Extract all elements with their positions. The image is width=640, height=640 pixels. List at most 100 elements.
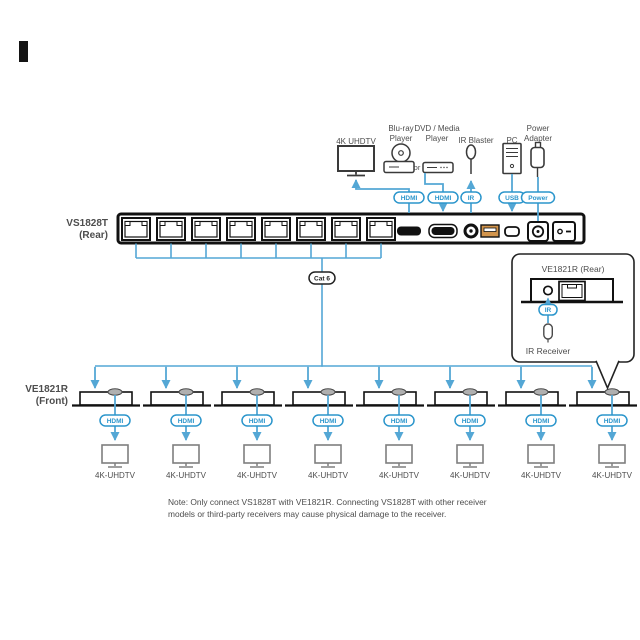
hdmi-in-port bbox=[428, 223, 458, 239]
receiver-hdmi-connector bbox=[320, 388, 336, 396]
svg-text:HDMI: HDMI bbox=[391, 418, 408, 425]
receiver-tv-label: 4K-UHDTV bbox=[521, 471, 562, 480]
receiver-unit: HDMI 4K-UHDTV bbox=[214, 366, 282, 480]
receiver-hdmi-connector bbox=[604, 388, 620, 396]
dvd-label-2: Player bbox=[426, 134, 449, 143]
receiver-hdmi-badge: HDMI bbox=[454, 414, 486, 427]
receiver-tv-label: 4K-UHDTV bbox=[379, 471, 420, 480]
bluray-player-icon bbox=[383, 143, 415, 174]
transmitter-name-sub: (Rear) bbox=[79, 230, 108, 241]
receiver-tv-label: 4K-UHDTV bbox=[450, 471, 491, 480]
artifact-mark bbox=[19, 41, 28, 62]
hdmi-out-badge: HDMI bbox=[393, 191, 425, 204]
svg-text:Cat 6: Cat 6 bbox=[314, 276, 330, 283]
bluray-label-1: Blu-ray bbox=[388, 124, 413, 133]
rj45-port bbox=[226, 217, 256, 241]
rj45-port bbox=[191, 217, 221, 241]
receiver-unit: HDMI 4K-UHDTV bbox=[356, 366, 424, 480]
receiver-unit: HDMI 4K-UHDTV bbox=[498, 366, 566, 480]
receiver-box bbox=[79, 391, 133, 406]
receiver-tv-icon bbox=[456, 444, 484, 468]
receiver-unit: HDMI 4K-UHDTV bbox=[72, 366, 140, 480]
ir-blaster-label: IR Blaster bbox=[458, 136, 493, 145]
rj45-port bbox=[261, 217, 291, 241]
receiver-hdmi-badge: HDMI bbox=[312, 414, 344, 427]
receiver-hdmi-badge: HDMI bbox=[99, 414, 131, 427]
pc-label: PC bbox=[506, 136, 517, 145]
receiver-tv-icon bbox=[172, 444, 200, 468]
cat6-badge: Cat 6 bbox=[308, 271, 336, 285]
ir-port bbox=[463, 223, 479, 239]
power-adapter-label-1: Power bbox=[527, 124, 550, 133]
mini-usb-port bbox=[504, 226, 520, 237]
receiver-tv-icon bbox=[101, 444, 129, 468]
port-badges: HDMI HDMI IR USB Power bbox=[393, 191, 556, 204]
inset-ir-badge: IR bbox=[538, 303, 558, 316]
svg-text:Power: Power bbox=[528, 195, 548, 202]
receivers-row: HDMI 4K-UHDTV HDMI 4K-UHDTV bbox=[72, 366, 637, 480]
transmitter-name: VS1828T bbox=[66, 218, 108, 229]
rj45-port bbox=[296, 217, 326, 241]
ir-receiver-label: IR Receiver bbox=[526, 346, 571, 356]
receiver-hdmi-badge: HDMI bbox=[241, 414, 273, 427]
receiver-tv-icon bbox=[314, 444, 342, 468]
note-line-1: Note: Only connect VS1828T with VE1821R.… bbox=[168, 497, 487, 507]
receiver-box bbox=[576, 391, 630, 406]
receiver-hdmi-connector bbox=[178, 388, 194, 396]
hdmi-in-badge: HDMI bbox=[427, 191, 459, 204]
receiver-tv-icon bbox=[598, 444, 626, 468]
receiver-box bbox=[292, 391, 346, 406]
svg-text:HDMI: HDMI bbox=[249, 418, 266, 425]
cat6-bus-drops bbox=[135, 243, 382, 258]
source-devices: 4K UHDTV Blu-ray Player or DVD / Media P… bbox=[336, 124, 552, 177]
usb-a-port bbox=[480, 224, 500, 238]
receiver-box bbox=[221, 391, 275, 406]
dvd-player-icon bbox=[422, 161, 454, 174]
local-tv-icon bbox=[337, 145, 375, 177]
power-adapter-label-2: Adapter bbox=[524, 134, 552, 143]
receiver-unit: HDMI 4K-UHDTV bbox=[143, 366, 211, 480]
svg-text:HDMI: HDMI bbox=[462, 418, 479, 425]
svg-text:USB: USB bbox=[505, 195, 519, 202]
rj45-port bbox=[331, 217, 361, 241]
svg-text:HDMI: HDMI bbox=[107, 418, 124, 425]
receiver-tv-icon bbox=[243, 444, 271, 468]
receiver-hdmi-badge: HDMI bbox=[170, 414, 202, 427]
receiver-tv-icon bbox=[385, 444, 413, 468]
svg-text:HDMI: HDMI bbox=[435, 195, 452, 202]
receiver-hdmi-connector bbox=[462, 388, 478, 396]
receiver-tv-label: 4K-UHDTV bbox=[166, 471, 207, 480]
note-line-2: models or third-party receivers may caus… bbox=[168, 509, 446, 519]
power-badge: Power bbox=[520, 191, 556, 204]
svg-text:HDMI: HDMI bbox=[178, 418, 195, 425]
or-label: or bbox=[414, 163, 421, 172]
rj45-port bbox=[366, 217, 396, 241]
receiver-unit: HDMI 4K-UHDTV bbox=[427, 366, 495, 480]
bluray-label-2: Player bbox=[390, 134, 413, 143]
svg-text:IR: IR bbox=[545, 307, 552, 314]
receiver-unit: HDMI 4K-UHDTV bbox=[569, 366, 637, 480]
receiver-hdmi-connector bbox=[107, 388, 123, 396]
receiver-box bbox=[434, 391, 488, 406]
receiver-box bbox=[150, 391, 204, 406]
svg-text:HDMI: HDMI bbox=[320, 418, 337, 425]
receiver-front-name-sub: (Front) bbox=[36, 396, 68, 407]
svg-text:HDMI: HDMI bbox=[604, 418, 621, 425]
transmitter-ports bbox=[121, 217, 576, 242]
receiver-hdmi-connector bbox=[391, 388, 407, 396]
local-tv-label: 4K UHDTV bbox=[336, 137, 376, 146]
ir-blaster-icon bbox=[465, 144, 477, 174]
inset-callout: VE1821R (Rear) IR IR Receiver bbox=[511, 253, 635, 391]
receiver-hdmi-badge: HDMI bbox=[525, 414, 557, 427]
receiver-box bbox=[505, 391, 559, 406]
receiver-hdmi-connector bbox=[249, 388, 265, 396]
inset-receiver-rear-icon bbox=[521, 278, 623, 304]
receiver-tv-label: 4K-UHDTV bbox=[237, 471, 278, 480]
svg-text:IR: IR bbox=[468, 195, 475, 202]
receiver-hdmi-badge: HDMI bbox=[596, 414, 628, 427]
svg-text:HDMI: HDMI bbox=[401, 195, 418, 202]
ir-badge: IR bbox=[460, 191, 482, 204]
receiver-front-name: VE1821R bbox=[25, 384, 69, 395]
receiver-tv-label: 4K-UHDTV bbox=[95, 471, 136, 480]
